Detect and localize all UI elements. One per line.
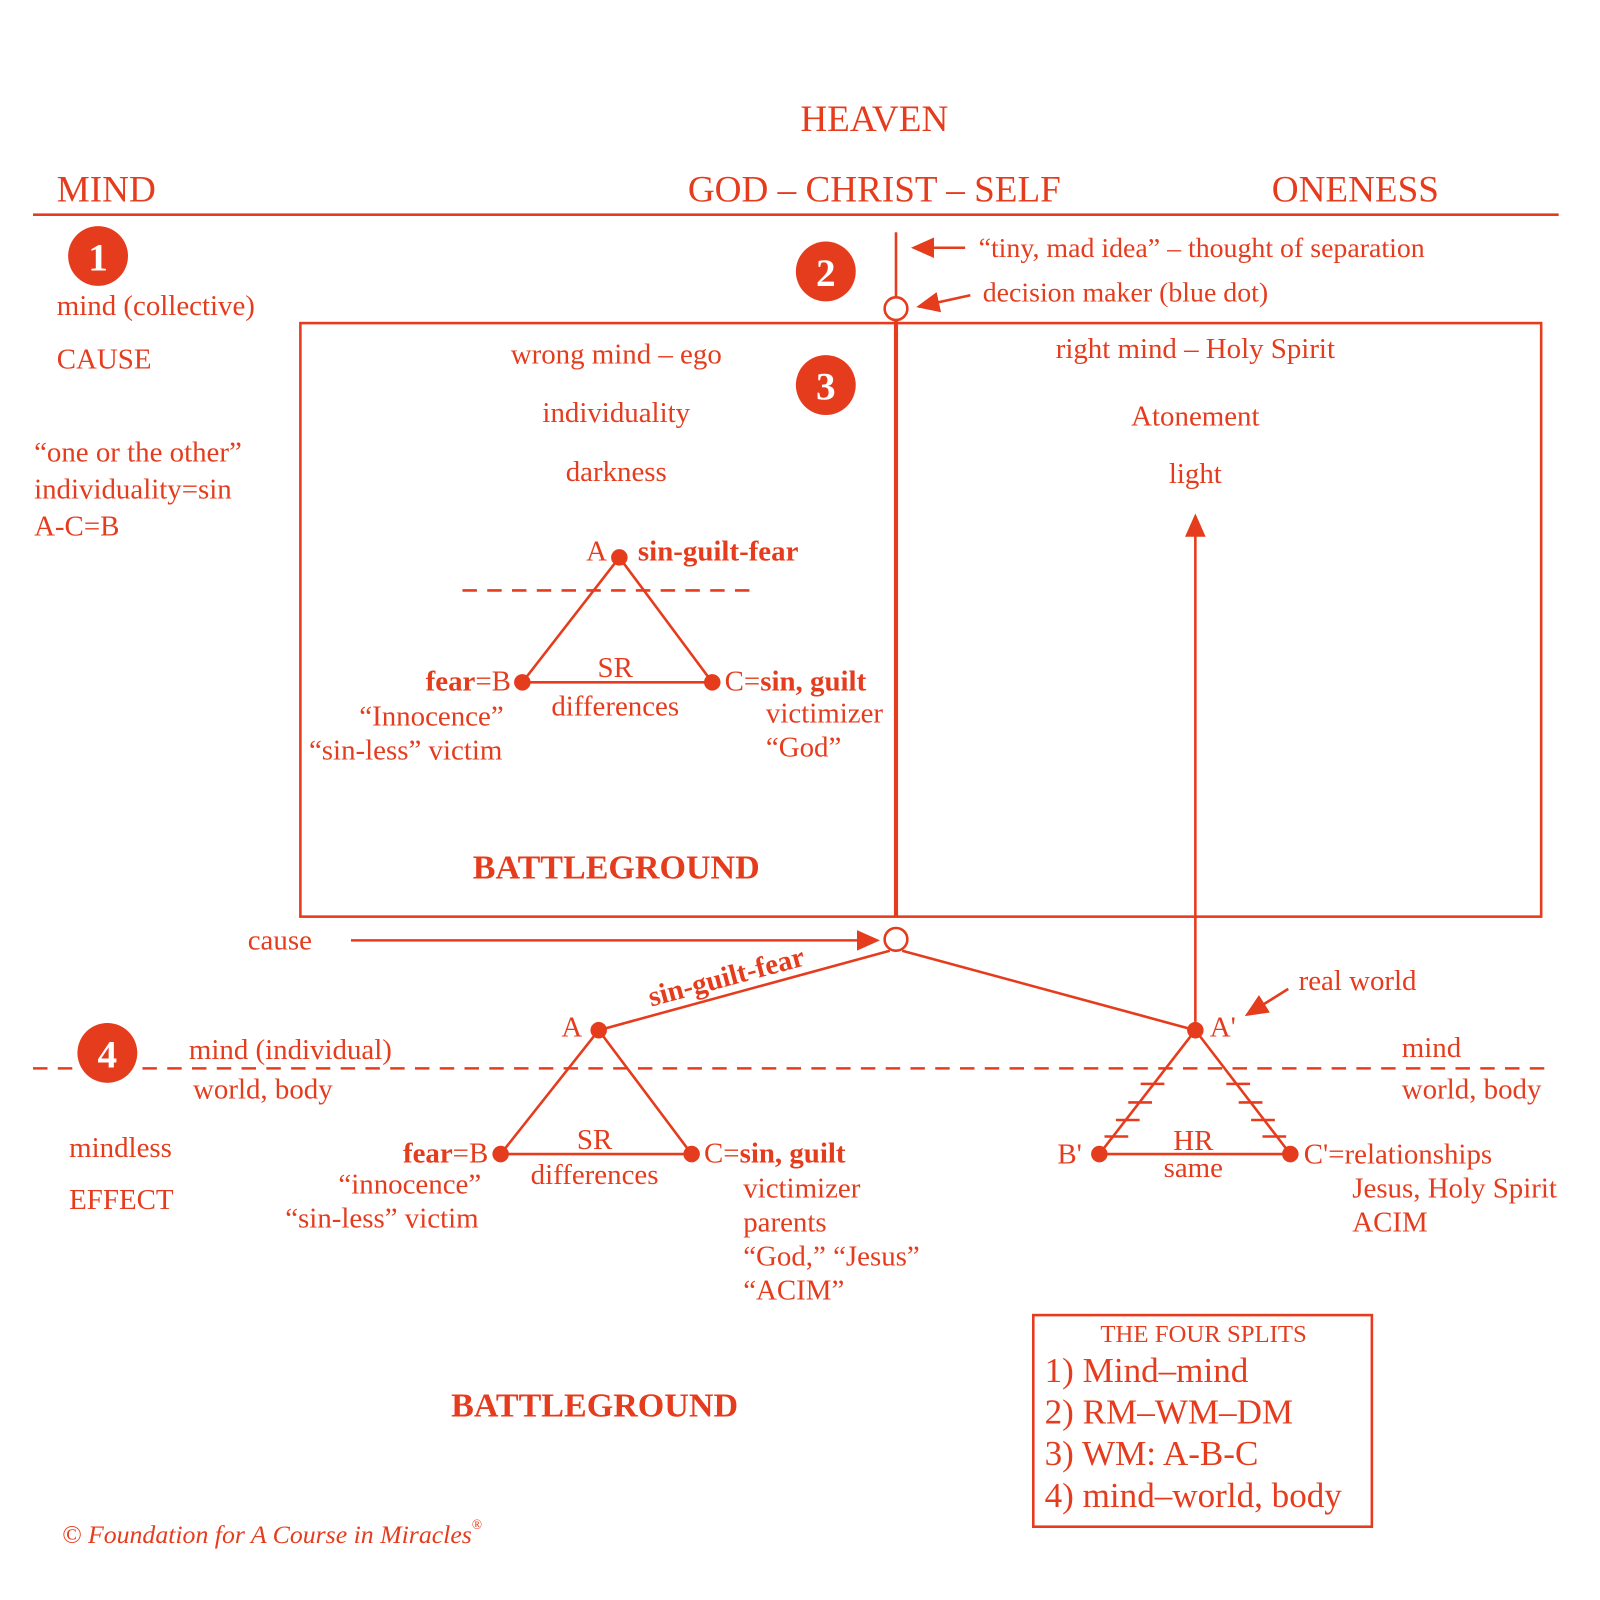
lower-fear-b: fear=B [403, 1137, 488, 1169]
cause-arrow-label: cause [248, 925, 312, 957]
hr-label: HR [1173, 1125, 1214, 1157]
lower-victimizer: victimizer [743, 1172, 860, 1204]
split-item-3: 3) WM: A-B-C [1045, 1434, 1259, 1473]
world-body-label-right: world, body [1402, 1073, 1542, 1105]
a-prime-label: A' [1210, 1011, 1236, 1043]
lower-parents: parents [743, 1206, 826, 1238]
mindless-label: mindless [69, 1132, 172, 1164]
real-world-label: real world [1299, 965, 1417, 997]
lower-right-triangle [1091, 1021, 1299, 1163]
heaven-title: HEAVEN [800, 99, 948, 140]
lower-acim: “ACIM” [743, 1275, 844, 1307]
svg-text:1: 1 [88, 236, 108, 279]
acb-label: A-C=B [34, 511, 119, 543]
upper-a-label: A [586, 536, 607, 568]
upper-sin-guilt-fear: sin-guilt-fear [638, 536, 799, 568]
marker-1: 1 [68, 226, 128, 286]
decision-maker-arrow [916, 292, 971, 313]
lower-innocence: “innocence” [338, 1168, 481, 1200]
upper-differences: differences [551, 690, 679, 722]
right-mind-title: right mind – Holy Spirit [1056, 333, 1335, 365]
svg-text:2: 2 [816, 252, 836, 295]
decision-maker-dot [883, 296, 909, 322]
marker-2: 2 [795, 241, 856, 302]
copyright-notice: © Foundation for A Course in Miracles® [62, 1517, 482, 1549]
lower-a-label: A [561, 1011, 582, 1043]
god-christ-self-heading: GOD – CHRIST – SELF [688, 169, 1061, 210]
one-or-other-label: “one or the other” [34, 436, 242, 468]
four-splits-title: THE FOUR SPLITS [1100, 1321, 1306, 1348]
upper-victimizer: victimizer [766, 698, 883, 730]
lower-left-triangle [492, 1021, 700, 1163]
split-item-2: 2) RM–WM–DM [1045, 1392, 1293, 1431]
wrong-branch-line [598, 949, 891, 1032]
split-item-4: 4) mind–world, body [1045, 1476, 1343, 1515]
right-branch-line [901, 949, 1196, 1032]
mind-collective-label: mind (collective) [57, 290, 255, 322]
lower-decision-maker-dot [883, 926, 909, 952]
svg-text:4: 4 [98, 1033, 118, 1076]
individuality-sin-label: individuality=sin [34, 474, 232, 506]
lower-sr: SR [577, 1124, 613, 1156]
wrong-mind-individuality: individuality [542, 397, 690, 429]
oneness-heading: ONENESS [1272, 169, 1439, 210]
world-body-label-left: world, body [193, 1073, 333, 1105]
mind-label-right: mind [1402, 1032, 1462, 1064]
right-mind-atonement: Atonement [1131, 400, 1259, 432]
real-world-arrow [1244, 987, 1289, 1017]
branch-sin-guilt-fear: sin-guilt-fear [645, 941, 808, 1013]
mind-individual-label: mind (individual) [189, 1034, 392, 1066]
four-splits-box [1032, 1313, 1374, 1528]
upper-sinless-victim: “sin-less” victim [309, 735, 503, 767]
lower-c-sin-guilt: C=sin, guilt [704, 1137, 846, 1169]
effect-label: EFFECT [69, 1184, 174, 1216]
cause-label: CAUSE [57, 344, 152, 376]
upper-fear-b: fear=B [426, 666, 511, 698]
b-prime-label: B' [1057, 1138, 1081, 1170]
upper-sr: SR [598, 652, 634, 684]
jesus-holy-spirit: Jesus, Holy Spirit [1352, 1172, 1557, 1204]
wrong-mind-title: wrong mind – ego [511, 338, 722, 370]
upper-c-sin-guilt: C=sin, guilt [725, 666, 867, 698]
lower-god-jesus: “God,” “Jesus” [743, 1241, 920, 1273]
marker-4: 4 [77, 1022, 138, 1083]
upper-triangle [462, 549, 759, 691]
c-prime-relationships: C'=relationships [1304, 1138, 1492, 1170]
acim-label: ACIM [1352, 1206, 1427, 1238]
split-mind-box [299, 321, 1543, 918]
upper-innocence: “Innocence” [359, 701, 503, 733]
lower-sinless-victim: “sin-less” victim [285, 1202, 479, 1234]
tiny-mad-idea-label: “tiny, mad idea” – thought of separation [979, 233, 1425, 264]
upper-god: “God” [766, 732, 841, 764]
mind-heading: MIND [57, 169, 156, 210]
right-mind-light: light [1169, 458, 1222, 490]
svg-text:3: 3 [816, 365, 836, 408]
battleground-lower: BATTLEGROUND [451, 1387, 738, 1424]
wrong-mind-darkness: darkness [566, 456, 667, 488]
split-item-1: 1) Mind–mind [1045, 1351, 1249, 1390]
marker-3: 3 [795, 355, 856, 415]
decision-maker-label: decision maker (blue dot) [983, 277, 1268, 308]
lower-differences: differences [531, 1159, 659, 1191]
battleground-upper: BATTLEGROUND [473, 849, 760, 886]
same-label: same [1164, 1152, 1223, 1184]
